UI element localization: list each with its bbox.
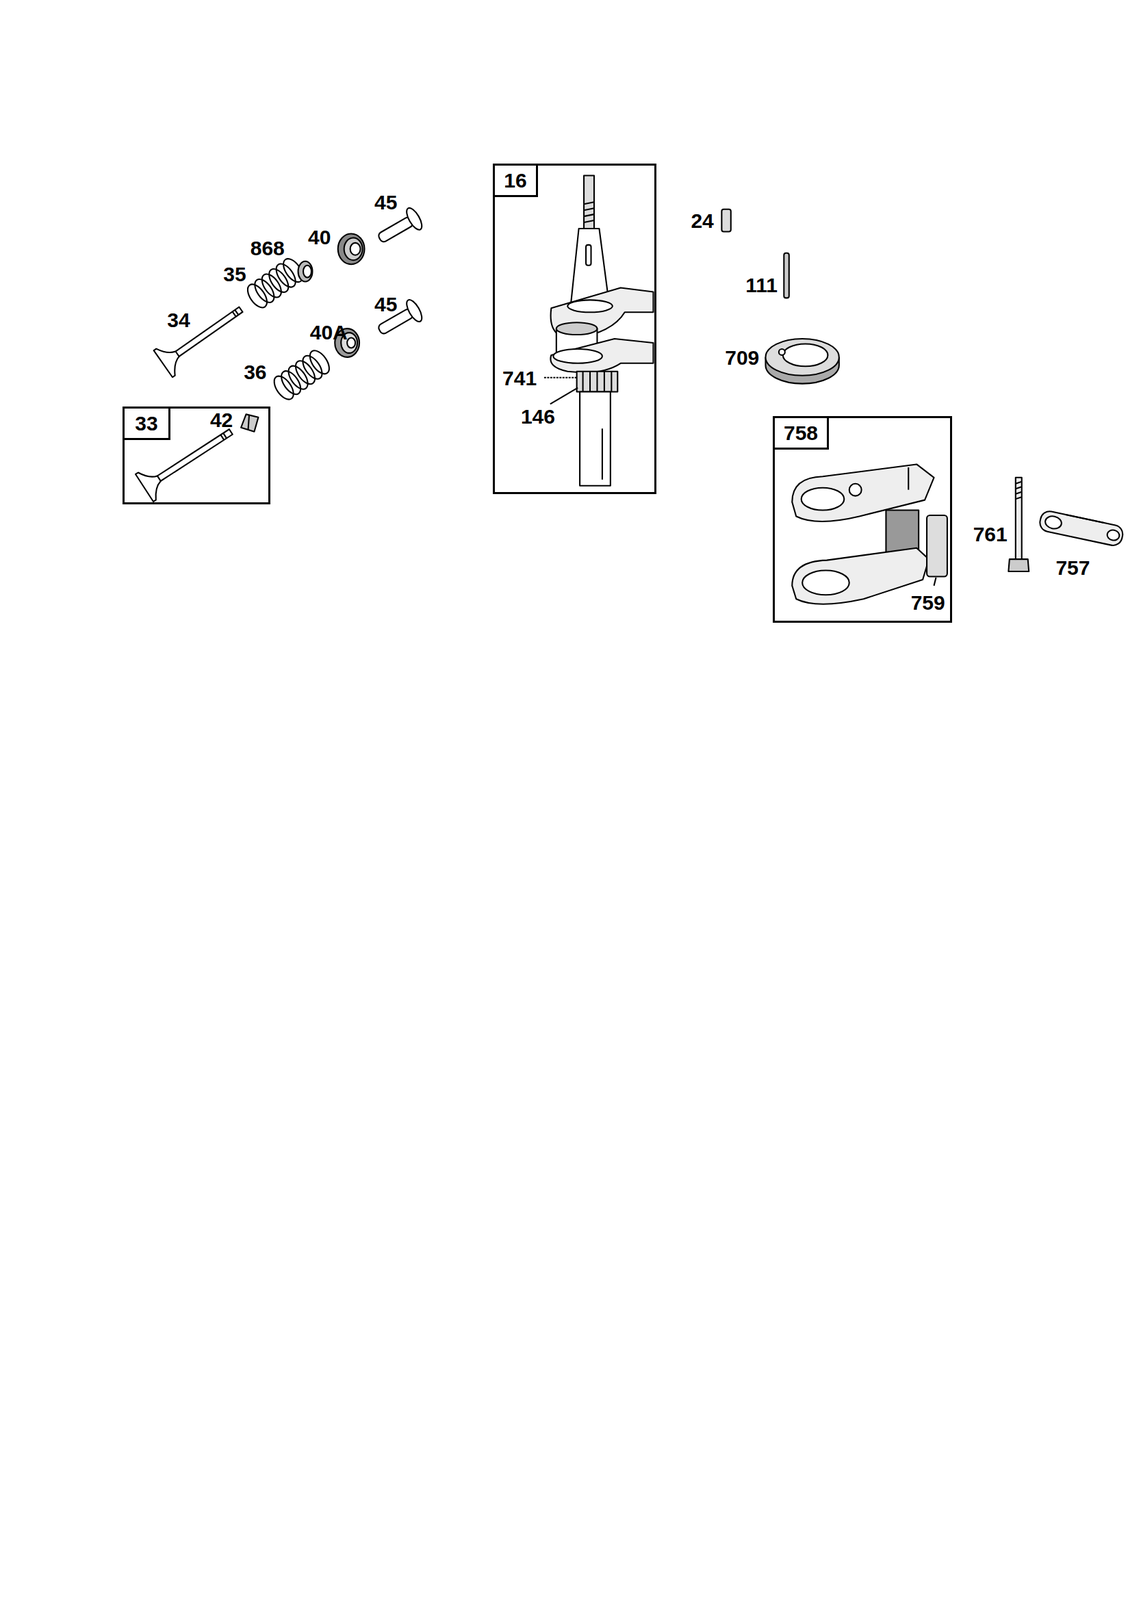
- pin: [926, 515, 948, 577]
- leader-line: [544, 377, 578, 405]
- link-assembly: [791, 464, 934, 604]
- valve-spring: [270, 347, 334, 403]
- callout-number: 35: [223, 262, 246, 285]
- retainer: [298, 261, 313, 282]
- callout-number: 40A: [310, 320, 348, 343]
- callout-number: 42: [210, 407, 233, 431]
- frame-number: 33: [124, 408, 171, 441]
- valve-spring: [243, 255, 307, 311]
- callout-number: 741: [502, 366, 537, 389]
- key: [721, 209, 731, 233]
- callout-number: 36: [243, 360, 267, 383]
- frame-number: 16: [494, 165, 538, 198]
- leader-line: [934, 577, 937, 586]
- crankshaft: [550, 175, 653, 486]
- frame-number: 758: [774, 418, 829, 450]
- callout-number: 45: [374, 292, 397, 316]
- callout-number: 24: [690, 209, 714, 233]
- callout-number: 761: [973, 522, 1008, 546]
- pin: [783, 253, 789, 299]
- bolt: [1008, 477, 1029, 572]
- part-frame: 16 741 146: [492, 163, 657, 495]
- callout-number: 868: [250, 236, 285, 260]
- ring: [765, 338, 839, 384]
- part-frame: 33 42: [122, 406, 271, 505]
- retainer: [338, 233, 365, 265]
- callout-number: 757: [1055, 556, 1090, 580]
- callout-number: 34: [167, 308, 190, 331]
- callout-number: 709: [724, 345, 760, 369]
- callout-number: 45: [374, 190, 397, 214]
- callout-number: 759: [911, 590, 946, 614]
- valve: [154, 296, 251, 378]
- callout-number: 111: [745, 273, 778, 297]
- callout-number: 146: [520, 405, 556, 428]
- callout-number: 40: [308, 225, 331, 249]
- part-frame: 758 759: [772, 416, 953, 623]
- connecting-rod: [1038, 509, 1125, 548]
- valve-keeper: [240, 414, 259, 432]
